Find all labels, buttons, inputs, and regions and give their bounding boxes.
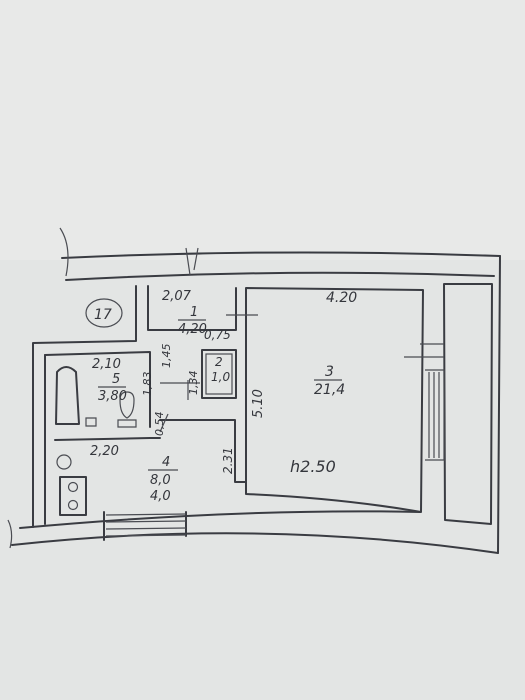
bath-gap: 0,54: [153, 412, 166, 437]
toilet: [117, 391, 137, 428]
apartment-outer-wall: [32, 285, 424, 528]
kitchen-bottom-dimension: 4,0: [150, 489, 171, 504]
closet-room-2: [201, 349, 237, 399]
paper-light-area: [0, 0, 525, 260]
corner-break-lines: [7, 227, 69, 549]
window-frame: [105, 513, 187, 537]
room-5-number: 5: [112, 372, 120, 387]
room-3-width: 4.20: [326, 290, 357, 306]
right-outer-wall: [443, 255, 501, 554]
ceiling-height: h2.50: [290, 457, 336, 476]
sink-kitchen-icon: [56, 454, 72, 470]
room-3-length: 5.10: [251, 389, 266, 418]
stove: [59, 476, 87, 516]
closet-width: 0,75: [204, 328, 231, 342]
closet-depth: 1,34: [187, 371, 200, 396]
stove-burner-icon: [67, 499, 79, 511]
door-ticks: [159, 247, 444, 433]
room-5-area: 3,80: [98, 389, 127, 404]
room-4-width: 2,20: [90, 444, 119, 459]
bottom-outer-wall: [11, 510, 499, 554]
room-4-length: 2.31: [221, 447, 235, 474]
top-outer-wall: [61, 251, 501, 281]
room-1-width: 2,07: [162, 289, 192, 304]
balcony-door: [425, 369, 445, 461]
room-1-area: 4,20: [178, 322, 207, 337]
room-2-number: 2: [215, 355, 223, 369]
stove-burner-icon: [67, 481, 79, 493]
bath-depth: 1,83: [141, 372, 154, 397]
sink: [85, 417, 97, 427]
room-4-number: 4: [162, 455, 170, 470]
closet-inner: [205, 353, 233, 395]
room-2-area: 1,0: [211, 370, 230, 384]
room-3-area: 21,4: [314, 382, 345, 398]
bathtub: [55, 366, 80, 425]
kitchen-bath-walls: [44, 351, 247, 541]
room-1-number: 1: [190, 305, 198, 320]
room-4-area: 8,0: [150, 473, 171, 488]
unit-number: 17: [94, 307, 112, 323]
corridor-side-dimension: 1,45: [160, 344, 173, 369]
room-5-width: 2,10: [92, 357, 121, 372]
unit-number-circle: [85, 298, 123, 328]
room-3-number: 3: [325, 364, 334, 380]
